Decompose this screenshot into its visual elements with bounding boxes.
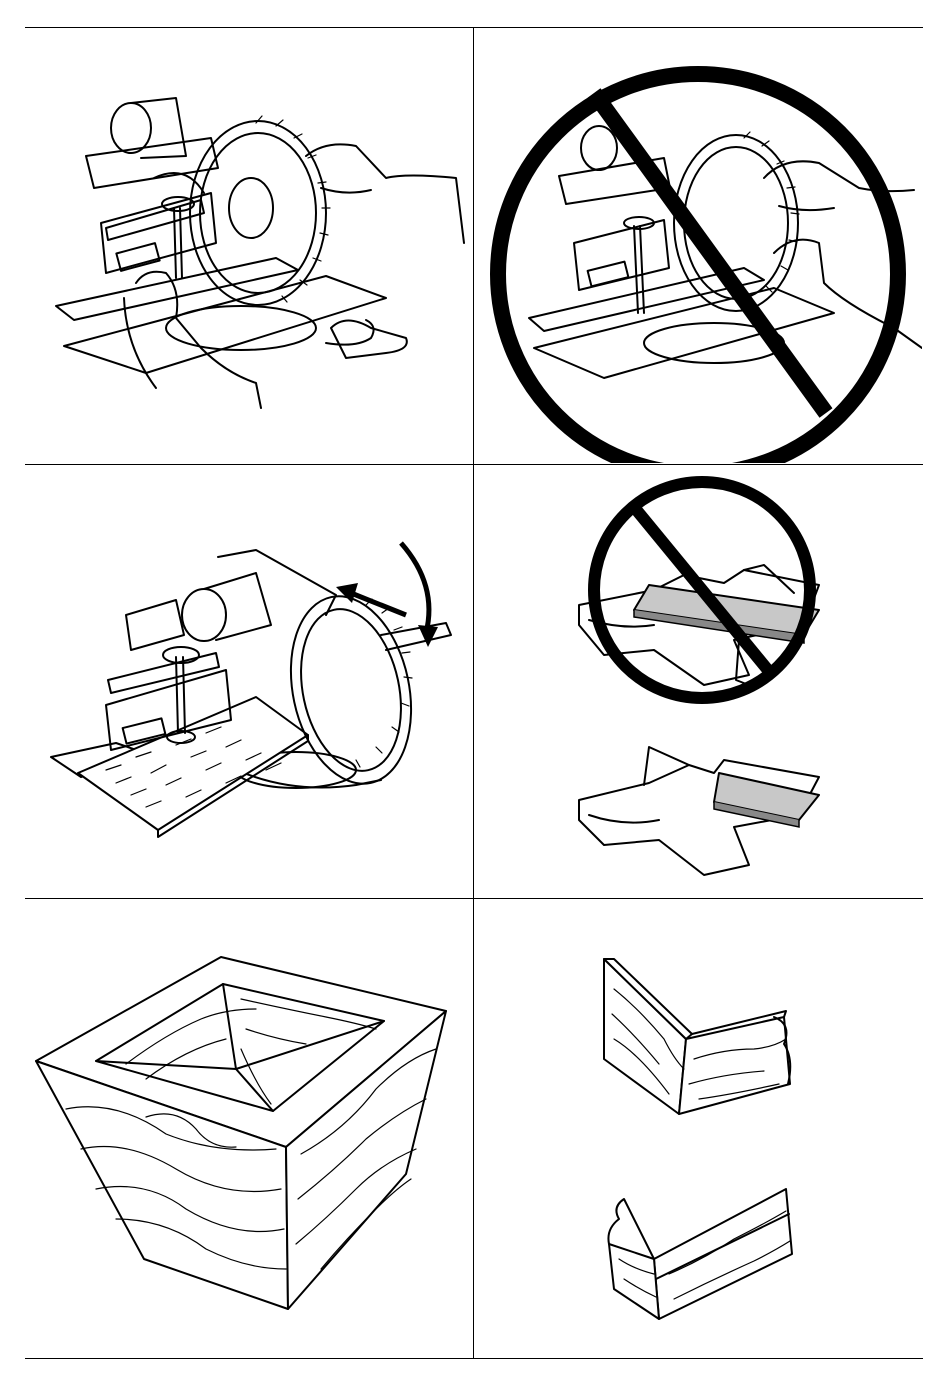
fig-clamp-hands-correct [26, 28, 472, 463]
fig-bevel-cut-with-clamp [26, 465, 472, 897]
fig-workpiece-placement [474, 465, 922, 897]
rule-bottom [25, 1358, 923, 1359]
fig-compound-miter-box [26, 899, 472, 1357]
fig-corner-joints [474, 899, 922, 1357]
fig-hands-near-blade-prohibited [474, 28, 922, 463]
